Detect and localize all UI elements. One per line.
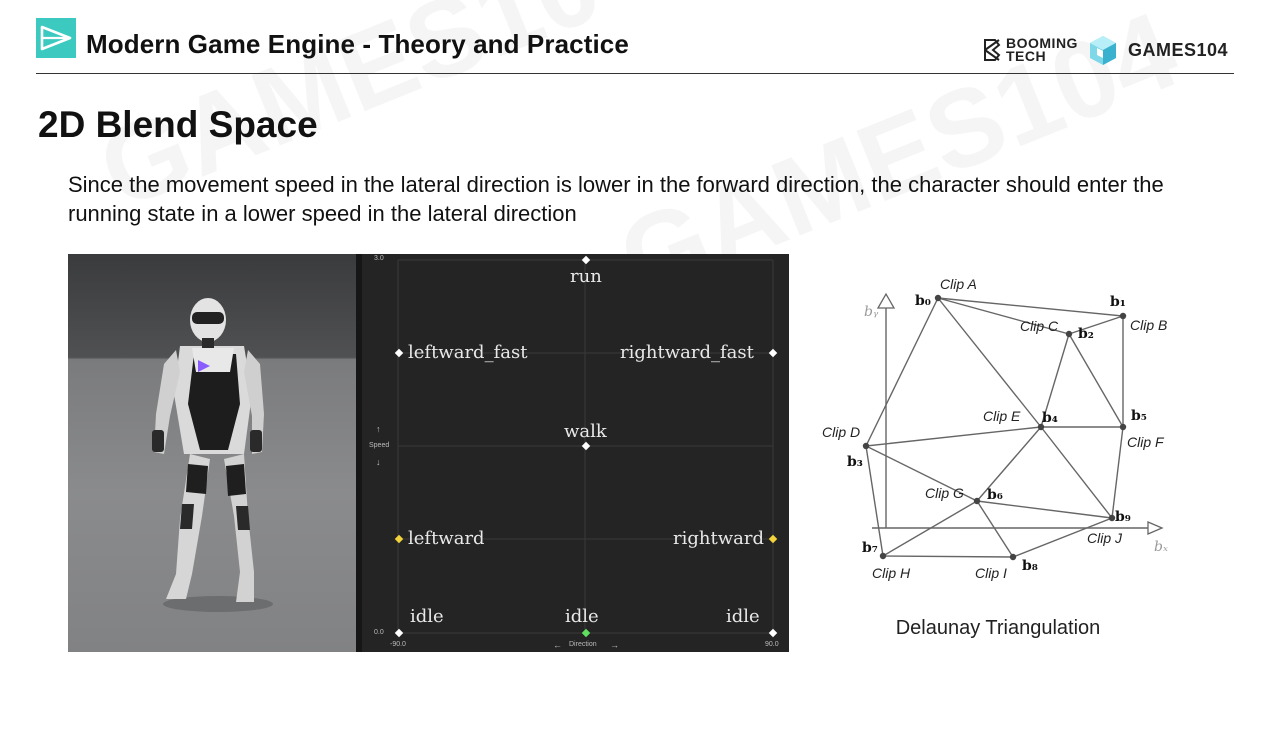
games-cube-icon (1089, 36, 1116, 65)
header-divider (36, 73, 1234, 74)
b-label-5: b₅ (1131, 408, 1147, 424)
sample-label-idle-center: idle (565, 606, 599, 627)
b-label-6: b₆ (987, 487, 1003, 503)
brand-booming-line1: BOOMING (1006, 35, 1078, 51)
clip-label-b: Clip B (1130, 317, 1167, 333)
diagram-caption: Delaunay Triangulation (895, 617, 1101, 639)
clip-label-g: Clip G (925, 485, 964, 501)
sample-label-walk: walk (564, 421, 607, 442)
brand-logos: BOOMING TECH GAMES104 (982, 30, 1228, 70)
brand-games104: GAMES104 (1127, 39, 1228, 60)
sample-label-idle-right: idle (726, 606, 760, 627)
booming-b-icon (984, 39, 1001, 61)
diagram-x-axis-label: bₓ (1154, 539, 1168, 555)
y-axis-label: Speed (369, 442, 390, 449)
course-logo-icon (36, 18, 76, 58)
b-label-1: b₁ (1110, 294, 1126, 310)
sample-label-run: run (570, 266, 602, 287)
b-label-9: b₉ (1115, 509, 1131, 525)
x-axis-min: -90.0 (390, 641, 406, 648)
y-axis-up-arrow-icon: ↑ (376, 424, 381, 434)
b-label-2: b₂ (1078, 326, 1094, 342)
sample-label-idle-left: idle (410, 606, 444, 627)
booming-tech-logo: BOOMING TECH (982, 35, 1078, 64)
x-axis-right-arrow-icon: → (610, 640, 619, 650)
y-axis-min: 0.0 (374, 629, 384, 636)
x-axis-label: Direction (569, 641, 597, 648)
character-viewport (68, 254, 356, 652)
clip-label-c: Clip C (1020, 318, 1059, 334)
slide-body-text: Since the movement speed in the lateral … (68, 172, 1164, 226)
b-label-3: b₃ (847, 454, 863, 470)
b-label-4: b₄ (1042, 410, 1058, 426)
sample-label-leftward-fast: leftward_fast (408, 342, 528, 363)
b-label-0: b₀ (915, 293, 931, 309)
clip-label-a: Clip A (940, 276, 977, 292)
y-axis-down-arrow-icon: ↓ (376, 457, 381, 467)
x-axis-max: 90.0 (765, 641, 779, 648)
diagram-y-axis-label: bᵧ (864, 304, 879, 320)
sample-label-leftward: leftward (408, 528, 485, 549)
slide-title: 2D Blend Space (38, 104, 318, 145)
blend-space-panel: run leftward_fast rightward_fast walk le… (356, 254, 789, 652)
blend-space-grid (397, 259, 774, 634)
sample-label-rightward: rightward (673, 528, 764, 549)
brand-booming-line2: TECH (1006, 48, 1047, 64)
robot-character-figure (152, 298, 273, 612)
panel-separator (356, 254, 362, 652)
clip-label-i: Clip I (975, 565, 1007, 581)
clip-label-j: Clip J (1087, 530, 1123, 546)
b-label-8: b₈ (1022, 558, 1038, 574)
sample-label-rightward-fast: rightward_fast (620, 342, 754, 363)
y-axis-max: 3.0 (374, 255, 384, 262)
delaunay-triangulation-diagram: bᵧ bₓ Clip A Clip B Clip C Clip D Clip E… (822, 276, 1168, 581)
clip-label-h: Clip H (872, 565, 911, 581)
x-axis-left-arrow-icon: ← (553, 640, 562, 650)
clip-label-d: Clip D (822, 424, 860, 440)
clip-label-e: Clip E (983, 408, 1021, 424)
course-title: Modern Game Engine - Theory and Practice (86, 29, 629, 59)
clip-label-f: Clip F (1127, 434, 1165, 450)
b-label-7: b₇ (862, 540, 878, 556)
